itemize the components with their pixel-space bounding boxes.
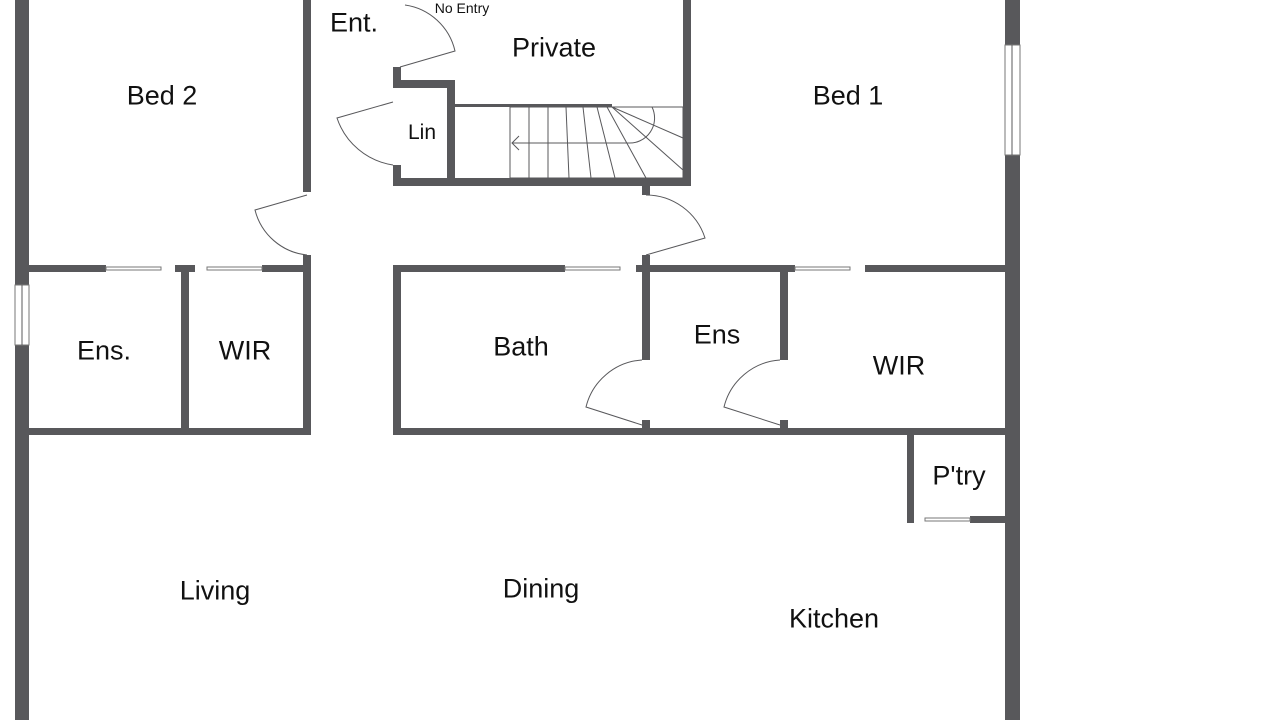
sliding-doors bbox=[105, 266, 971, 522]
windows bbox=[14, 44, 1021, 346]
room-label-ensuite-left: Ens. bbox=[76, 335, 132, 366]
walls bbox=[15, 0, 1020, 720]
room-label-kitchen: Kitchen bbox=[788, 603, 880, 634]
room-label-bath: Bath bbox=[493, 331, 549, 362]
room-label-dining: Dining bbox=[502, 573, 580, 604]
staircase bbox=[509, 106, 684, 179]
room-label-bed-1: Bed 1 bbox=[812, 80, 884, 111]
swing-doors bbox=[254, 4, 781, 426]
room-label-bed-2: Bed 2 bbox=[126, 80, 198, 111]
room-label-pantry: P'try bbox=[932, 460, 986, 491]
room-label-living: Living bbox=[179, 575, 251, 606]
room-label-private: Private bbox=[511, 32, 597, 63]
room-label-entry: Ent. bbox=[329, 7, 379, 38]
room-label-wir-left: WIR bbox=[218, 335, 272, 366]
room-label-linen: Lin bbox=[407, 121, 437, 144]
room-label-no-entry: No Entry bbox=[434, 0, 490, 16]
room-label-wir-right: WIR bbox=[872, 350, 926, 381]
room-label-ensuite-right: Ens bbox=[693, 319, 741, 350]
